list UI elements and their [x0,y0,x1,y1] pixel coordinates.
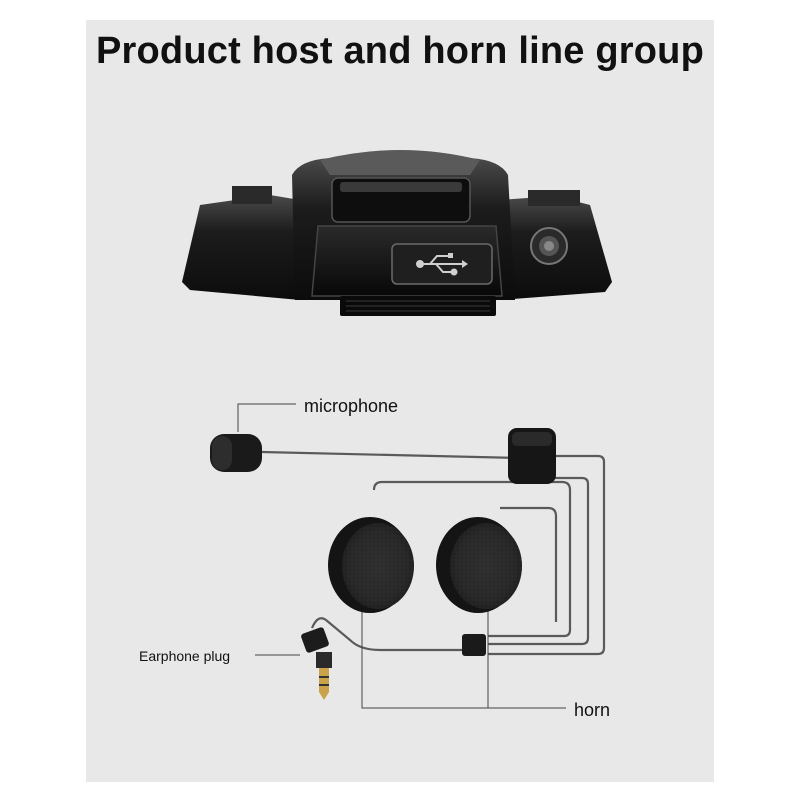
horn-label: horn [574,700,611,720]
background-panel [86,20,714,782]
host-device [182,150,612,316]
usb-icon [416,253,468,276]
velcro-pad [508,428,556,484]
headset-cables [261,450,606,656]
cable-connector [462,634,486,656]
page-title: Product host and horn line group [95,30,705,72]
microphone-label: microphone [304,396,399,416]
speaker-right [436,517,522,613]
earphone-plug [301,617,332,700]
microphone-capsule [210,434,262,472]
leader-lines [237,403,566,709]
earphone-plug-label: Earphone plug [139,648,231,664]
speaker-left [328,517,414,613]
